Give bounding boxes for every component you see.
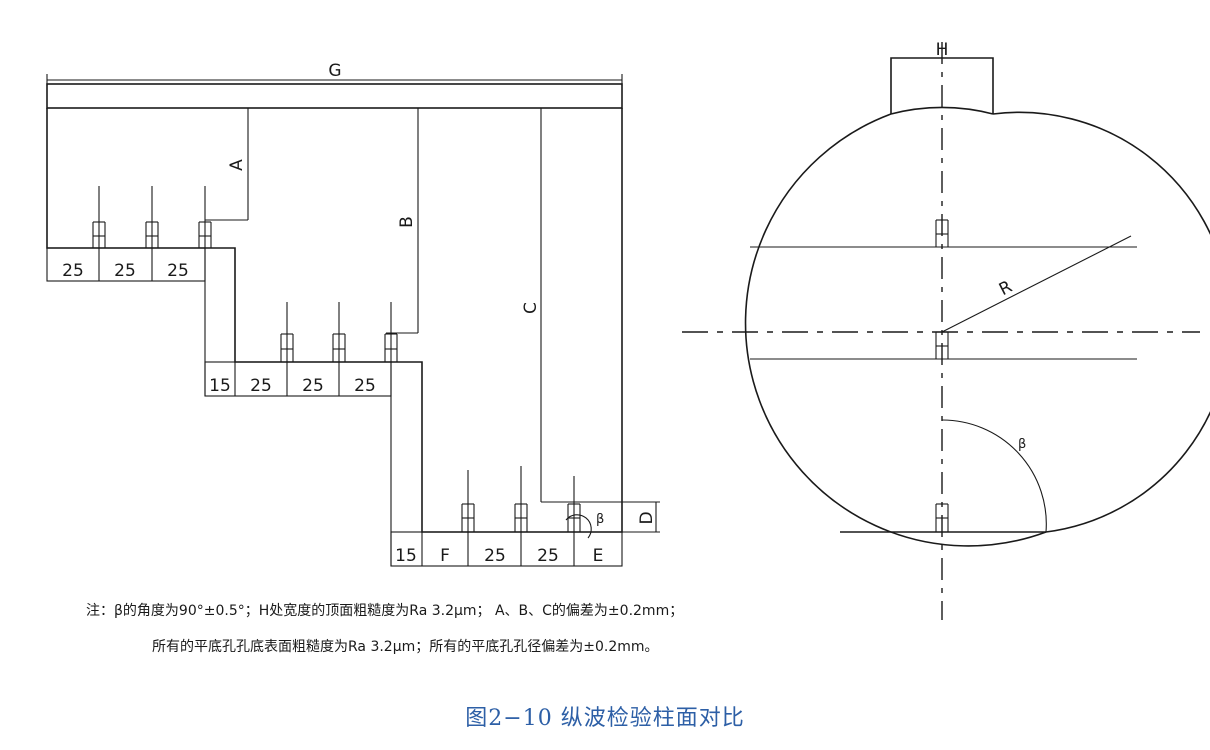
block-outline (46, 108, 623, 533)
beta-arc (565, 514, 592, 539)
row2-dim-label: 25 (302, 376, 324, 396)
cylinder-arc-right (992, 111, 1210, 533)
row2-dim-label: 25 (250, 376, 272, 396)
flat-bottom-hole (935, 331, 949, 359)
flat-bottom-hole (567, 476, 581, 532)
cylinder-arc-left (744, 113, 1047, 547)
note-line-2: 所有的平底孔孔底表面粗糙度为Ra 3.2μm；所有的平底孔孔径偏差为±0.2mm… (152, 639, 659, 655)
row3-dim-label: 25 (484, 546, 506, 566)
step-block-drawing: G A B C D 25 25 25 15 25 (46, 61, 660, 567)
cylinder-beta-label: β (1018, 437, 1026, 452)
cylinder-arc-top (890, 106, 994, 115)
cylinder-drawing: H R β (682, 40, 1210, 620)
flat-bottom-hole (384, 302, 398, 362)
row3-dim-label: 15 (395, 546, 417, 566)
flat-bottom-hole (935, 503, 949, 532)
note-line-1: 注：β的角度为90°±0.5°；H处宽度的顶面粗糙度为Ra 3.2μm； A、B… (86, 603, 684, 619)
dim-g-label: G (328, 61, 341, 81)
beta-quarter-arc (941, 419, 1047, 533)
dim-a-label: A (227, 159, 247, 171)
row2-dim-label: 15 (209, 376, 231, 396)
dim-f-label: F (440, 546, 450, 566)
flat-bottom-hole (935, 219, 949, 247)
flat-bottom-hole (280, 302, 294, 362)
figure-caption: 图2−10 纵波检验柱面对比 (465, 706, 745, 731)
flat-bottom-hole (332, 302, 346, 362)
dim-d-label: D (637, 511, 657, 524)
flat-bottom-hole (92, 186, 106, 248)
dim-c-label: C (521, 302, 541, 314)
dim-b-label: B (397, 216, 417, 228)
flat-bottom-hole (145, 186, 159, 248)
radius-line (941, 235, 1132, 333)
row1-dim-label: 25 (114, 261, 136, 281)
row3-dim-frame (390, 531, 623, 567)
beta-label: β (596, 512, 604, 527)
row3-dim-label: 25 (537, 546, 559, 566)
dim-e-label: E (593, 546, 604, 566)
row1-dim-label: 25 (62, 261, 84, 281)
flat-bottom-hole (198, 186, 212, 248)
row2-dim-label: 25 (354, 376, 376, 396)
row1-dim-label: 25 (167, 261, 189, 281)
flat-bottom-hole (514, 466, 528, 532)
flat-bottom-hole (461, 470, 475, 532)
top-plate (46, 83, 623, 109)
